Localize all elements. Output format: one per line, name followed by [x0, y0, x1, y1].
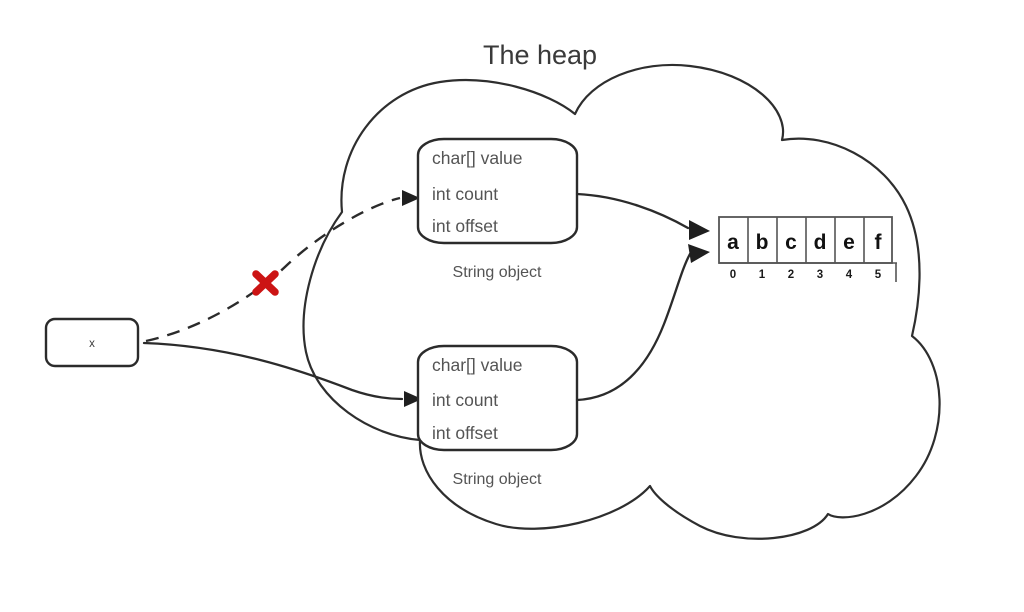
arrowhead-upper-string-object [402, 190, 420, 206]
lower-string-object-box [416, 344, 579, 452]
lower-string-object-caption: String object [453, 471, 542, 488]
heap-cloud [302, 63, 941, 540]
upper-field-int-offset: int offset [432, 216, 498, 236]
edge-x-to-upper-string-object [145, 190, 420, 343]
char-array-index-3: 3 [817, 269, 823, 281]
upper-field-int-count: int count [432, 184, 498, 204]
arrowhead-char-array-lower [688, 244, 710, 263]
variable-box-x[interactable]: x [44, 317, 140, 368]
arrowhead-lower-string-object [404, 391, 422, 407]
lower-field-int-offset: int offset [432, 423, 498, 443]
lower-field-char-value: char[] value [432, 355, 522, 375]
char-array-index-0: 0 [730, 269, 736, 281]
edge-upper-string-object-to-char-array [575, 192, 710, 240]
char-array-cell-5: f [875, 231, 883, 254]
lower-field-int-count: int count [432, 390, 498, 410]
upper-string-object[interactable]: char[] value int count int offset String… [416, 137, 579, 281]
char-array-cell-1: b [756, 231, 769, 254]
char-array-index-2: 2 [788, 269, 794, 281]
char-array-cell-3: d [814, 231, 827, 254]
page-title: The heap [483, 40, 597, 70]
char-array-cell-0: a [727, 231, 739, 254]
upper-string-object-caption: String object [453, 264, 542, 281]
upper-field-char-value: char[] value [432, 148, 522, 168]
char-array-index-5: 5 [875, 269, 882, 281]
red-x-marker [252, 270, 279, 296]
upper-string-object-box [416, 137, 579, 245]
char-array-cell-2: c [785, 231, 797, 254]
edge-lower-string-object-to-char-array [575, 244, 710, 402]
edge-x-to-lower-string-object [142, 341, 422, 407]
variable-label: x [89, 338, 95, 350]
char-array[interactable]: a b c d e f 0 1 2 3 4 5 [718, 216, 897, 282]
arrowhead-char-array-upper [689, 220, 710, 240]
char-array-cell-4: e [843, 231, 855, 254]
char-array-index-4: 4 [846, 269, 853, 281]
char-array-index-1: 1 [759, 269, 766, 281]
variable-box-rect [44, 317, 140, 368]
lower-string-object[interactable]: char[] value int count int offset String… [416, 344, 579, 488]
